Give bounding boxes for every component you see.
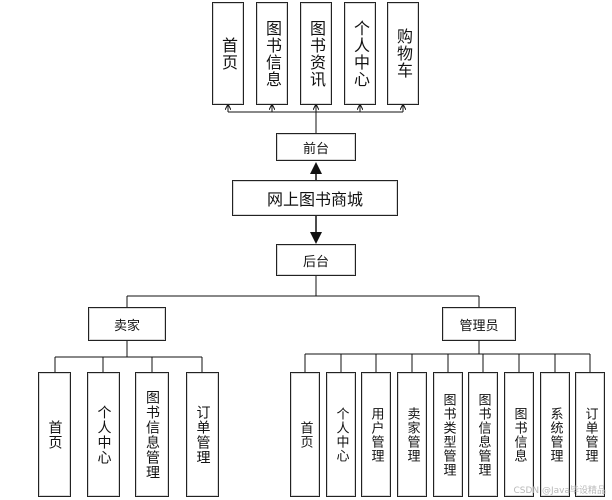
frontend-page-cart: 购物车 [387, 2, 419, 105]
root-node: 网上图书商城 [232, 180, 398, 216]
seller-page-home: 首页 [38, 372, 71, 497]
admin-page-seller-mgmt: 卖家管理 [397, 372, 427, 497]
frontend-page-book-info: 图书信息 [256, 2, 288, 105]
admin-page-user-mgmt: 用户管理 [361, 372, 391, 497]
watermark: CSDN @Java毕设精品 [513, 486, 606, 496]
frontend-page-book-news: 图书资讯 [300, 2, 332, 105]
admin-page-book-type-mgmt: 图书类型管理 [433, 372, 463, 497]
backend-node: 后台 [276, 244, 356, 276]
frontend-page-home: 首页 [212, 2, 244, 105]
admin-node: 管理员 [442, 307, 516, 341]
admin-page-home: 首页 [290, 372, 320, 497]
seller-page-user-center: 个人中心 [87, 372, 120, 497]
seller-page-book-info-mgmt: 图书信息管理 [135, 372, 169, 497]
admin-page-user-center: 个人中心 [326, 372, 356, 497]
admin-page-system-mgmt: 系统管理 [540, 372, 570, 497]
frontend-node: 前台 [276, 133, 356, 161]
seller-page-order-mgmt: 订单管理 [186, 372, 219, 497]
admin-page-book-info-mgmt: 图书信息管理 [468, 372, 498, 497]
frontend-page-user-center: 个人中心 [344, 2, 376, 105]
admin-page-book-info: 图书信息 [504, 372, 534, 497]
seller-node: 卖家 [88, 307, 166, 341]
admin-page-order-mgmt: 订单管理 [575, 372, 605, 497]
